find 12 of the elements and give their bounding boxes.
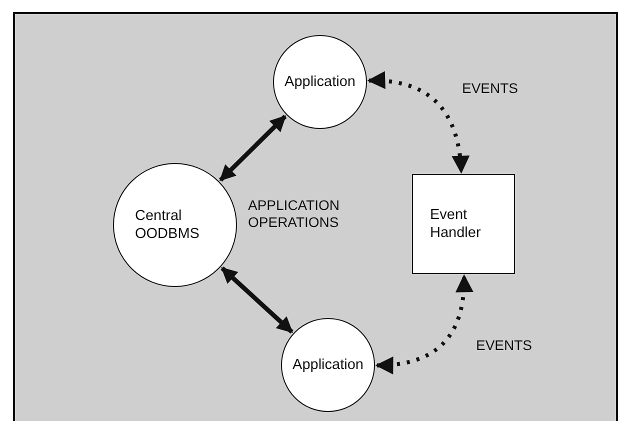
arrow [375, 274, 473, 374]
node-label: Application [284, 72, 356, 92]
arrow [367, 72, 469, 174]
node-label: Event Handler [430, 206, 482, 242]
arrow [220, 266, 294, 334]
edge-label: EVENTS [460, 80, 520, 96]
node-label: Application [292, 356, 364, 374]
note-label: APPLICATION OPERATIONS [248, 197, 341, 231]
node-label: Central OODBMS [135, 206, 200, 244]
edge-label: EVENTS [474, 337, 534, 353]
arrow [218, 114, 287, 182]
process-box [412, 174, 514, 274]
